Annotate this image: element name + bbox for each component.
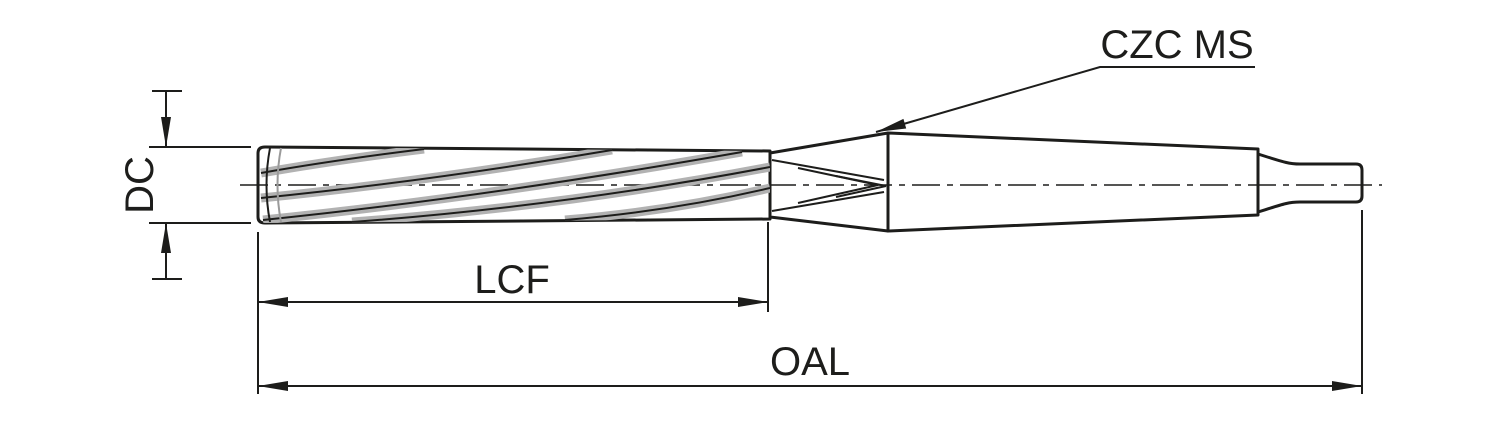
- tang: [1256, 152, 1364, 214]
- flute-runout-marks: [771, 159, 887, 212]
- runout-line-lower: [771, 191, 885, 212]
- lcf-dimension: LCF: [257, 222, 769, 394]
- flute-line: [351, 166, 770, 223]
- spiral-flutes: [260, 147, 770, 223]
- lcf-label: LCF: [474, 258, 550, 302]
- flute-line: [564, 187, 770, 221]
- taper-shank: [886, 131, 1260, 233]
- end-face-arc: [265, 147, 271, 223]
- end-face-arc: [276, 147, 282, 223]
- flute-line: [262, 151, 743, 221]
- czc-ms-callout: CZC MS: [875, 23, 1255, 133]
- oal-label: OAL: [770, 340, 850, 384]
- runout-chevron-inner: [835, 175, 887, 198]
- dc-label: DC: [118, 156, 162, 214]
- callout-leader-line: [875, 66, 1255, 133]
- flute-shadow: [260, 147, 613, 203]
- dc-dimension: DC: [118, 90, 251, 280]
- fluted-body: [256, 145, 772, 225]
- runout-line-upper: [771, 159, 885, 181]
- oal-dimension: OAL: [258, 210, 1363, 394]
- callout-label: CZC MS: [1100, 23, 1253, 67]
- flute-shadow: [351, 162, 770, 223]
- flute-line: [260, 149, 613, 199]
